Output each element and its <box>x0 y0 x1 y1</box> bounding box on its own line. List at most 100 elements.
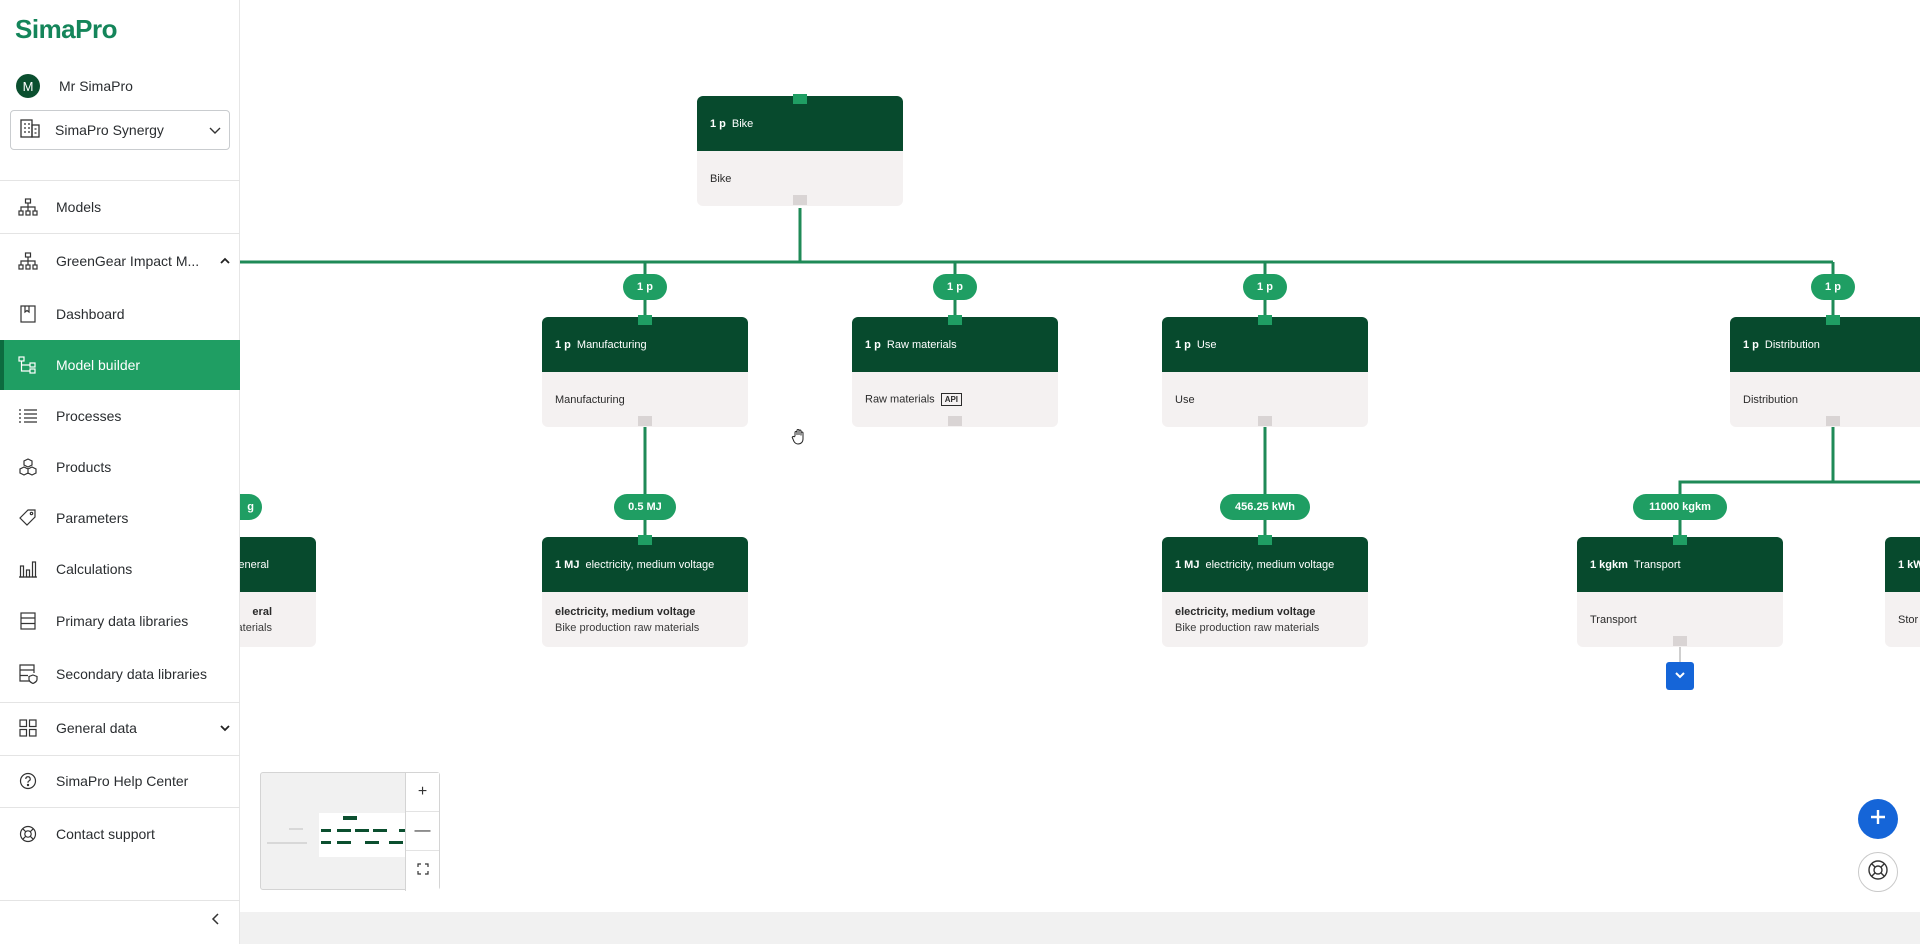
zoom-in-button[interactable]: + <box>406 773 439 812</box>
edge-label-partial: g <box>240 494 262 520</box>
sidebar-item-general-data[interactable]: General data <box>0 703 240 753</box>
sidebar-item-label: Parameters <box>56 510 129 526</box>
sidebar-item-model-builder[interactable]: Model builder <box>0 340 240 390</box>
building-icon <box>19 117 41 144</box>
sidebar-item-label: Dashboard <box>56 306 125 322</box>
sidebar-item-label: Primary data libraries <box>56 613 189 629</box>
edge-label: 0.5 MJ <box>614 494 676 520</box>
sidebar-item-label: Contact support <box>56 826 155 842</box>
input-port[interactable] <box>948 315 962 325</box>
divider <box>0 755 240 756</box>
minimap[interactable]: + — <box>260 772 440 891</box>
sidebar-item-label: General data <box>56 720 137 736</box>
chevron-up-icon <box>210 256 240 266</box>
plus-icon <box>1869 808 1887 831</box>
sidebar-item-contact-support[interactable]: Contact support <box>0 809 240 859</box>
sidebar-item-primary-data-libraries[interactable]: Primary data libraries <box>0 596 240 646</box>
output-port[interactable] <box>793 195 807 205</box>
input-port[interactable] <box>1673 535 1687 545</box>
divider <box>0 180 240 181</box>
divider <box>0 702 240 703</box>
chevron-down-icon <box>210 723 240 733</box>
user-name: Mr SimaPro <box>59 78 133 94</box>
model-builder-icon <box>18 355 38 375</box>
node-body: eral materials <box>240 592 316 647</box>
sidebar-item-project[interactable]: GreenGear Impact M... <box>0 236 240 286</box>
zoom-out-button[interactable]: — <box>406 812 439 851</box>
sidebar-item-products[interactable]: Products <box>0 442 240 492</box>
edge-label: 1 p <box>1811 274 1855 300</box>
sidebar-item-dashboard[interactable]: Dashboard <box>0 289 240 339</box>
input-port[interactable] <box>1258 315 1272 325</box>
simapro-logo[interactable]: SimaPro <box>15 14 118 44</box>
list-icon <box>18 406 38 426</box>
sidebar-item-secondary-data-libraries[interactable]: Secondary data libraries <box>0 649 240 699</box>
bar-chart-icon <box>18 559 38 579</box>
help-circle-icon <box>18 771 38 791</box>
edge-label: 11000 kgkm <box>1633 494 1727 520</box>
collapse-sidebar-icon[interactable] <box>210 912 222 931</box>
grid-icon <box>18 718 38 738</box>
edge-label: 1 p <box>623 274 667 300</box>
input-port[interactable] <box>1258 535 1272 545</box>
add-node-button[interactable] <box>1858 799 1898 839</box>
help-button[interactable] <box>1858 852 1898 892</box>
sidebar-item-processes[interactable]: Processes <box>0 391 240 441</box>
edge-label: 1 p <box>1243 274 1287 300</box>
minimap-controls: + — <box>405 773 439 891</box>
divider <box>0 233 240 234</box>
node-body: electricity, medium voltage Bike product… <box>1162 592 1368 647</box>
sidebar-item-help-center[interactable]: SimaPro Help Center <box>0 756 240 806</box>
divider <box>0 900 240 901</box>
expand-node-button[interactable] <box>1666 662 1694 690</box>
divider <box>0 807 240 808</box>
node-header: , general <box>240 537 316 592</box>
sidebar: SimaPro M Mr SimaPro SimaPro Synergy Mod… <box>0 0 240 944</box>
status-bar <box>240 912 1920 944</box>
sidebar-item-models[interactable]: Models <box>0 182 240 232</box>
output-port[interactable] <box>1826 416 1840 426</box>
process-node-partial-right[interactable]: 1 kW Stor <box>1885 537 1920 647</box>
node-body: Stor <box>1885 592 1920 647</box>
sidebar-item-parameters[interactable]: Parameters <box>0 493 240 543</box>
organization-selector[interactable]: SimaPro Synergy <box>10 110 230 150</box>
node-body: Distribution <box>1730 372 1920 427</box>
input-port[interactable] <box>1826 315 1840 325</box>
avatar: M <box>16 74 40 98</box>
sidebar-item-calculations[interactable]: Calculations <box>0 544 240 594</box>
sidebar-item-label: SimaPro Help Center <box>56 773 189 789</box>
edge-label: 456.25 kWh <box>1220 494 1310 520</box>
minimap-preview <box>267 813 405 857</box>
input-port[interactable] <box>638 315 652 325</box>
lifebuoy-icon <box>1867 859 1889 886</box>
dashboard-icon <box>18 304 38 324</box>
output-port[interactable] <box>948 416 962 426</box>
connection-lines <box>240 208 1920 662</box>
input-port[interactable] <box>638 535 652 545</box>
output-port[interactable] <box>1258 416 1272 426</box>
grab-hand-icon <box>790 427 808 450</box>
output-port[interactable] <box>1673 636 1687 646</box>
fit-view-button[interactable] <box>406 851 439 890</box>
input-port[interactable] <box>793 94 807 104</box>
user-profile[interactable]: M Mr SimaPro <box>16 74 133 98</box>
sidebar-item-label: Model builder <box>56 357 141 373</box>
process-node-partial-left[interactable]: , general eral materials <box>240 537 316 647</box>
output-port[interactable] <box>638 416 652 426</box>
